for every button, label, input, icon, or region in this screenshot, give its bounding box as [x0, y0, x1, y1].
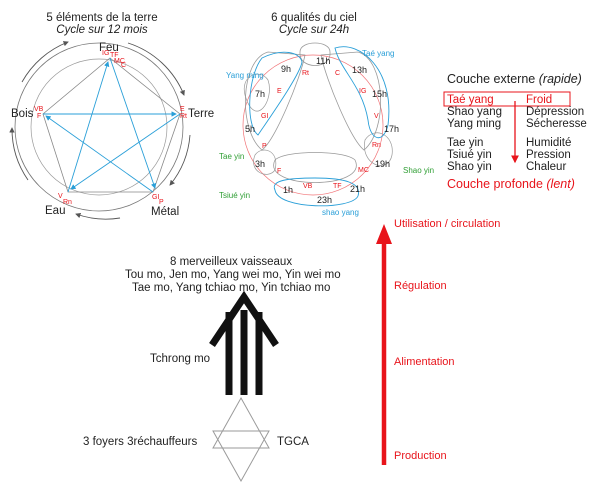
inner-layer-label: Couche profonde — [447, 177, 543, 191]
quality-label: Tsiué yin — [219, 191, 251, 200]
cycle-arrow — [75, 212, 121, 220]
outer-layer-title: Couche externe (rapide) — [447, 72, 582, 87]
hour-label: 21h — [350, 184, 366, 194]
vessels-line1: Tou mo, Jen mo, Yang wei mo, Yin wei mo — [125, 269, 341, 281]
quality-label: Yang ming — [226, 71, 264, 80]
six-qualities-diagram — [242, 42, 393, 207]
hour-label: 23h — [317, 195, 333, 205]
hour-label: 17h — [384, 124, 400, 134]
tchrong-label: Tchrong mo — [150, 353, 211, 365]
outer-layer-label: Couche externe — [447, 72, 536, 86]
organ-label: GI — [261, 113, 269, 120]
hour-label: 7h — [255, 89, 266, 99]
scale-production: Production — [394, 450, 447, 462]
hour-label: 19h — [375, 159, 391, 169]
element-eau: Eau — [45, 205, 66, 217]
layer-row-climate: Dépression — [526, 106, 585, 118]
quality-label: Shao yin — [403, 166, 435, 175]
organ-label: F — [37, 113, 42, 120]
layer-row-name: Shao yin — [447, 161, 492, 173]
organ-label: IG — [102, 50, 110, 57]
quality-label: Tae yin — [219, 152, 245, 161]
tgca-label: TGCA — [277, 436, 309, 448]
layer-row-climate: Chaleur — [526, 161, 567, 173]
organ-label: TF — [333, 183, 342, 190]
hour-label: 9h — [281, 64, 292, 74]
hour-label: 11h — [316, 56, 331, 66]
element-bois: Bois — [11, 108, 34, 120]
layer-row-name: Yang ming — [447, 118, 502, 130]
inner-layer-title: Couche profonde (lent) — [447, 177, 575, 192]
cycle-arrow — [9, 127, 29, 181]
organ-label: GI — [152, 194, 160, 201]
organ-label: V — [374, 113, 379, 120]
cycle-arrow — [127, 42, 185, 96]
layer-row-climate: Pression — [526, 149, 571, 161]
five-elements-diagram — [9, 41, 191, 220]
cycle-arrow — [169, 134, 191, 186]
organ-label: Rt — [302, 70, 309, 77]
sky-title: 6 qualités du ciel — [271, 12, 357, 24]
highlight-box — [443, 91, 571, 107]
element-metal: Métal — [151, 206, 180, 218]
organ-label: IG — [359, 88, 367, 95]
sky-subtitle: Cycle sur 24h — [278, 24, 350, 36]
organ-label: V — [58, 193, 63, 200]
element-feu: Feu — [99, 42, 119, 54]
organ-label: P — [262, 143, 267, 150]
quality-label: shao yang — [322, 208, 359, 217]
layer-row-climate: Humidité — [526, 137, 572, 149]
organ-label: MC — [358, 167, 369, 174]
organ-label: F — [277, 168, 282, 175]
layer-row-name: Tae yin — [447, 137, 484, 149]
layer-row-climate: Sécheresse — [526, 118, 587, 130]
earth-subtitle: Cycle sur 12 mois — [56, 24, 148, 36]
organ-label: C — [335, 70, 341, 77]
scale-utilisation: Utilisation / circulation — [394, 218, 501, 230]
vessels-title: 8 merveilleux vaisseaux — [170, 256, 293, 268]
outer-layer-speed: (rapide) — [538, 72, 582, 86]
scale-regulation: Régulation — [394, 280, 447, 292]
organ-label: VB — [34, 106, 44, 113]
hour-label: 1h — [283, 185, 294, 195]
organ-label: Rn — [63, 199, 72, 206]
organ-label: E — [180, 106, 185, 113]
pentagon — [42, 57, 181, 193]
hour-label: 13h — [352, 65, 368, 75]
earth-title: 5 éléments de la terre — [46, 12, 158, 24]
organ-label: Rn — [372, 142, 381, 149]
layer-row-name: Tsiué yin — [447, 149, 492, 161]
layer-row-name: Shao yang — [447, 106, 502, 118]
foyers-label: 3 foyers 3réchauffeurs — [83, 436, 198, 448]
vessels-line2: Tae mo, Yang tchiao mo, Yin tchiao mo — [132, 282, 331, 294]
organ-label: MC — [114, 58, 125, 65]
element-terre: Terre — [188, 108, 215, 120]
tchrong-arrows — [209, 290, 279, 395]
organ-label: E — [277, 88, 282, 95]
organ-label: TF — [110, 52, 119, 59]
organ-label: VB — [303, 183, 313, 190]
organ-label: P — [159, 199, 164, 206]
scale-arrowhead — [376, 224, 392, 244]
layer-row-climate: Froid — [526, 94, 553, 106]
quality-label: Taé yang — [362, 49, 395, 58]
organ-label: C — [121, 62, 127, 69]
layer-row-name: Taé yang — [447, 94, 494, 106]
organ-label: Rt — [180, 113, 187, 120]
cycle-arrow — [21, 41, 69, 83]
star-of-david — [212, 396, 270, 483]
hour-label: 15h — [372, 89, 388, 99]
scale-alimentation: Alimentation — [394, 356, 455, 368]
inner-layer-speed: (lent) — [546, 177, 575, 191]
hour-label: 5h — [245, 124, 256, 134]
hour-label: 3h — [255, 159, 266, 169]
